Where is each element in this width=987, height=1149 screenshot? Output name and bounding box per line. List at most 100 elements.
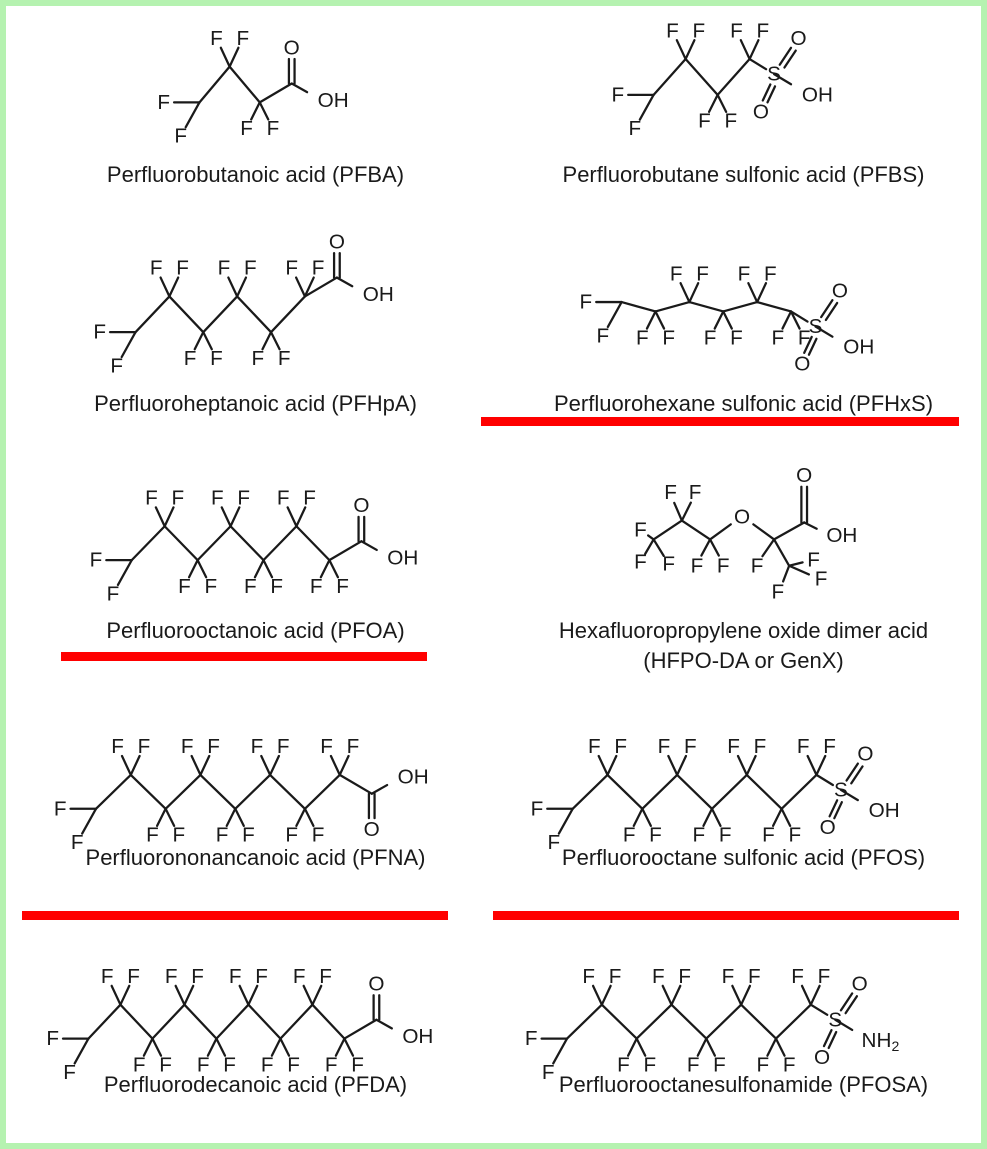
bond [774,1037,786,1057]
bond [268,754,281,777]
oxygen-atom: O [852,973,868,996]
bond [740,984,752,1006]
carbon-bond [311,1003,346,1040]
carbon-bond [163,525,199,562]
carbon-bond [343,1018,378,1040]
bond [164,807,176,827]
bond [766,1037,778,1057]
bond [652,538,665,557]
bond [187,558,199,579]
carbon-bond [606,773,644,810]
bond [809,984,821,1006]
fluorine-atom: F [634,551,647,574]
bond [229,506,241,528]
bond [761,538,776,558]
bond [834,1018,854,1032]
fluorine-atom: F [748,965,761,988]
bond [225,807,237,827]
hydroxyl-group: OH [387,547,418,570]
fluorine-atom: F [138,735,151,758]
fluorine-atom: F [687,1053,700,1076]
fluorine-atom: F [347,735,360,758]
fluorine-atom: F [181,735,194,758]
bond [713,310,725,330]
fluorine-atom: F [252,347,265,370]
carbon-bond [303,276,339,298]
oxygen-atom: O [284,36,300,59]
fluorine-atom: F [319,965,332,988]
carbon-bond [600,1003,638,1040]
carbon-bond [119,1003,154,1040]
bond [295,506,307,528]
bond [159,276,171,298]
hydroxyl-group: OH [802,83,833,106]
carbon-bond [752,523,776,541]
bond [279,1037,291,1057]
fluorine-atom: F [783,1053,796,1076]
bond [788,564,811,576]
fluorine-atom: F [658,735,671,758]
fluorine-atom: F [278,347,291,370]
carbon-bond [740,1003,778,1040]
bond [600,984,612,1006]
fluorine-atom: F [240,117,253,140]
double-bond [778,46,793,66]
bond [260,754,272,777]
bond [236,276,248,298]
hydroxyl-group: OH [826,524,857,547]
fluorine-atom: F [110,355,123,378]
carbon-bond [262,525,298,562]
fluorine-atom: F [724,110,737,133]
bond [772,72,793,86]
compound-name: Perfluorobutane sulfonic acid (PFBS) [500,160,987,190]
bond [789,310,809,323]
bond [269,331,281,351]
carbon-bond [269,295,307,334]
bond [262,558,274,579]
bond [302,984,314,1006]
bond [654,310,666,330]
bond [154,506,166,528]
fluorine-atom: F [197,1053,210,1076]
fluorine-atom: F [818,965,831,988]
compound-name-line: Perfluorobutane sulfonic acid (PFBS) [562,162,925,187]
bond [155,807,167,827]
highlight-underline [481,417,959,426]
fluorine-atom: F [336,575,349,598]
fluorine-atom: F [634,519,647,542]
fluorine-atom: F [548,831,561,854]
bond [228,46,240,68]
carbon-bond [774,1003,812,1040]
fluorine-atom: F [662,326,675,349]
fluorine-atom: F [797,735,810,758]
hydroxyl-group: OH [843,336,874,359]
carbon-bond [620,300,657,313]
carbon-bond [676,773,714,810]
bond [219,46,231,68]
compound-name-line: Perfluorononancanoic acid (PFNA) [85,845,426,870]
carbon-bond [772,538,791,567]
bond [745,754,757,777]
oxygen-atom: O [791,27,807,50]
bond [343,1037,355,1057]
bond [806,754,818,777]
fluorine-atom: F [172,824,185,847]
bond [338,754,350,777]
bond [258,101,270,121]
bond [646,534,655,541]
fluorine-atom: F [176,257,189,280]
fluorine-atom: F [580,291,593,314]
fluorine-atom: F [649,824,662,847]
carbon-bond [129,773,167,810]
oxygen-atom: O [857,743,873,766]
bond [199,754,211,777]
compound-name-line: Perfluorobutanoic acid (PFBA) [106,162,405,187]
carbon-bond [151,1003,186,1040]
